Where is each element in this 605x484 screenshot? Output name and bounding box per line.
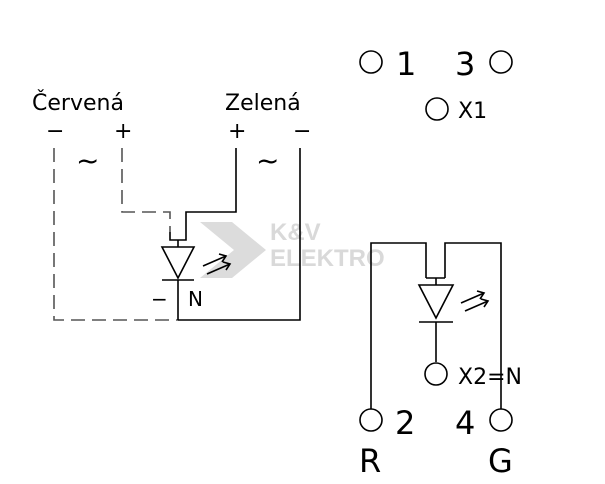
watermark-line1: K&V (270, 219, 321, 246)
led-triangle (160, 246, 196, 280)
green-ac-label: ~ (256, 144, 279, 177)
terminal-4-circle (489, 408, 513, 432)
watermark-line2: ELEKTRO (270, 245, 385, 272)
terminal-1-label: 1 (396, 45, 416, 83)
terminal-g-label: G (488, 442, 513, 480)
g-wire (444, 242, 502, 409)
led2-arrowhead-2 (480, 298, 490, 308)
led2-arrow-1 (460, 292, 485, 304)
terminal-4-label: 4 (455, 404, 475, 442)
green-plus-label: + (228, 119, 246, 144)
led-arrowhead-1 (218, 253, 228, 263)
green-minus-label: − (293, 119, 311, 144)
watermark-arrow-icon (200, 222, 266, 278)
terminal-x2-label: X2=N (458, 365, 522, 390)
led-arrow-2 (206, 263, 231, 275)
cathode-minus-label: − (151, 287, 168, 311)
terminal-x1-label: X1 (458, 99, 487, 124)
terminal-r-label: R (359, 442, 381, 480)
left-schematic (53, 148, 301, 321)
led2-arrow-2 (464, 300, 489, 312)
terminal-x1-circle (425, 97, 449, 121)
red-ac-label: ~ (76, 144, 99, 177)
r-wire (370, 242, 427, 409)
cathode-n-label: N (188, 287, 203, 311)
terminal-x2-circle (424, 362, 448, 386)
led-anode-lead (169, 232, 187, 241)
top-terminals (359, 50, 513, 121)
terminal-3-circle (489, 50, 513, 74)
green-minus-wire (178, 148, 301, 321)
red-plus-label: + (114, 119, 132, 144)
terminal-1-circle (359, 50, 383, 74)
led2-triangle (417, 284, 455, 320)
green-plus-wire (185, 148, 237, 232)
led-arrowhead-2 (222, 261, 232, 271)
led-arrow-1 (202, 255, 227, 267)
red-minus-dashed-wire (53, 148, 178, 321)
right-schematic (359, 242, 513, 432)
terminal-2-label: 2 (395, 404, 415, 442)
red-plus-dashed-wire (121, 148, 171, 232)
green-label: Zelená (225, 91, 301, 116)
terminal-3-label: 3 (455, 45, 475, 83)
led2-arrowhead-1 (476, 290, 486, 300)
red-minus-label: − (46, 119, 64, 144)
red-label: Červená (32, 90, 124, 116)
watermark-logo: K&V ELEKTRO (200, 219, 385, 278)
terminal-2-circle (359, 408, 383, 432)
